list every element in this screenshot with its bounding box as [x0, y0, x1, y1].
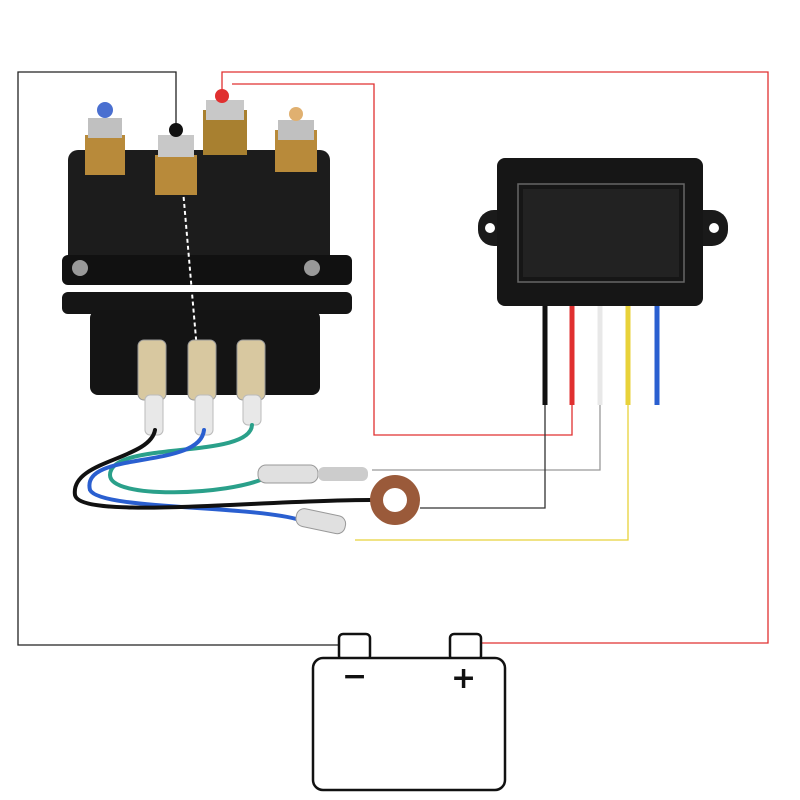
- battery-body: [311, 656, 507, 792]
- green-wire: [107, 423, 267, 495]
- battery-positive-terminal: [448, 632, 483, 662]
- battery-positive-label: +: [451, 661, 477, 696]
- battery: [311, 632, 507, 792]
- battery-negative-label: −: [342, 659, 368, 694]
- remote-controller-box: [478, 158, 728, 405]
- battery-negative-terminal: [337, 632, 372, 662]
- winch-solenoid: [62, 89, 352, 436]
- controller-white-line: [372, 405, 601, 471]
- controller-black-line: [420, 405, 546, 509]
- battery-negative-line: [17, 71, 340, 646]
- solenoid-terminals: [85, 89, 317, 195]
- pigtail-terminals: [257, 464, 420, 535]
- battery-positive-line: [221, 71, 769, 644]
- controller-yellow-line: [355, 405, 629, 541]
- controller-red-line: [232, 83, 573, 436]
- blue-wire: [87, 428, 302, 522]
- black-wire: [72, 428, 372, 510]
